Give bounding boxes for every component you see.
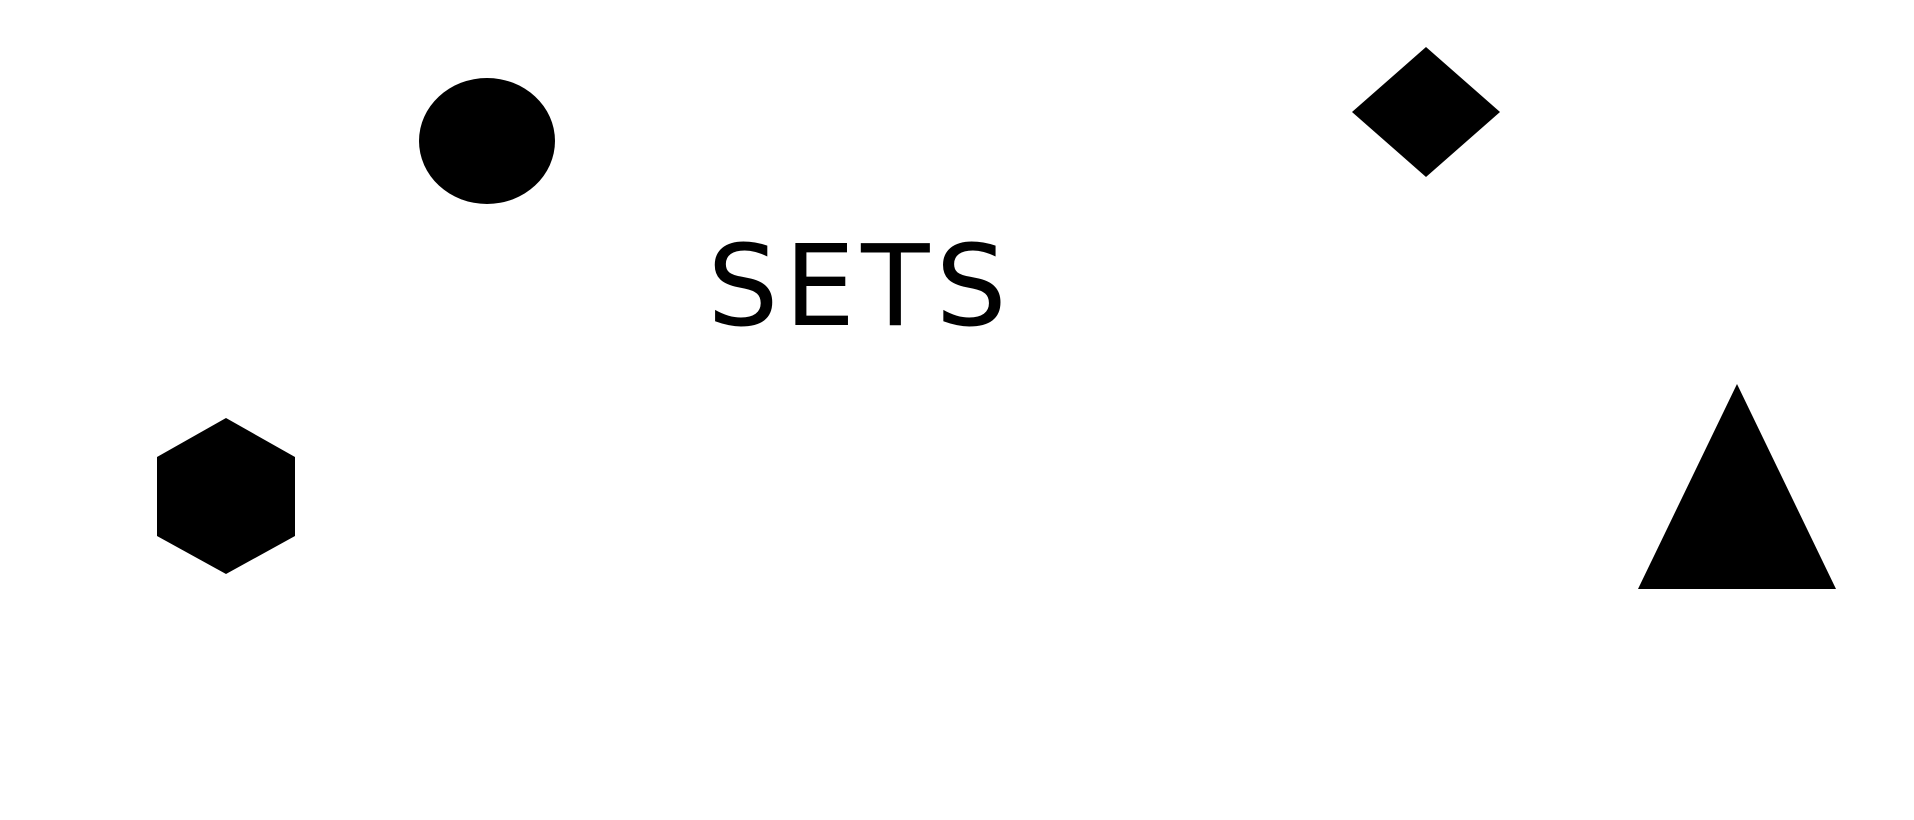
hexagon-icon <box>157 418 295 574</box>
diagram-title: SETS <box>707 222 1013 352</box>
circle-icon <box>419 78 555 204</box>
triangle-icon <box>1638 384 1836 589</box>
diamond-icon <box>1352 47 1500 177</box>
